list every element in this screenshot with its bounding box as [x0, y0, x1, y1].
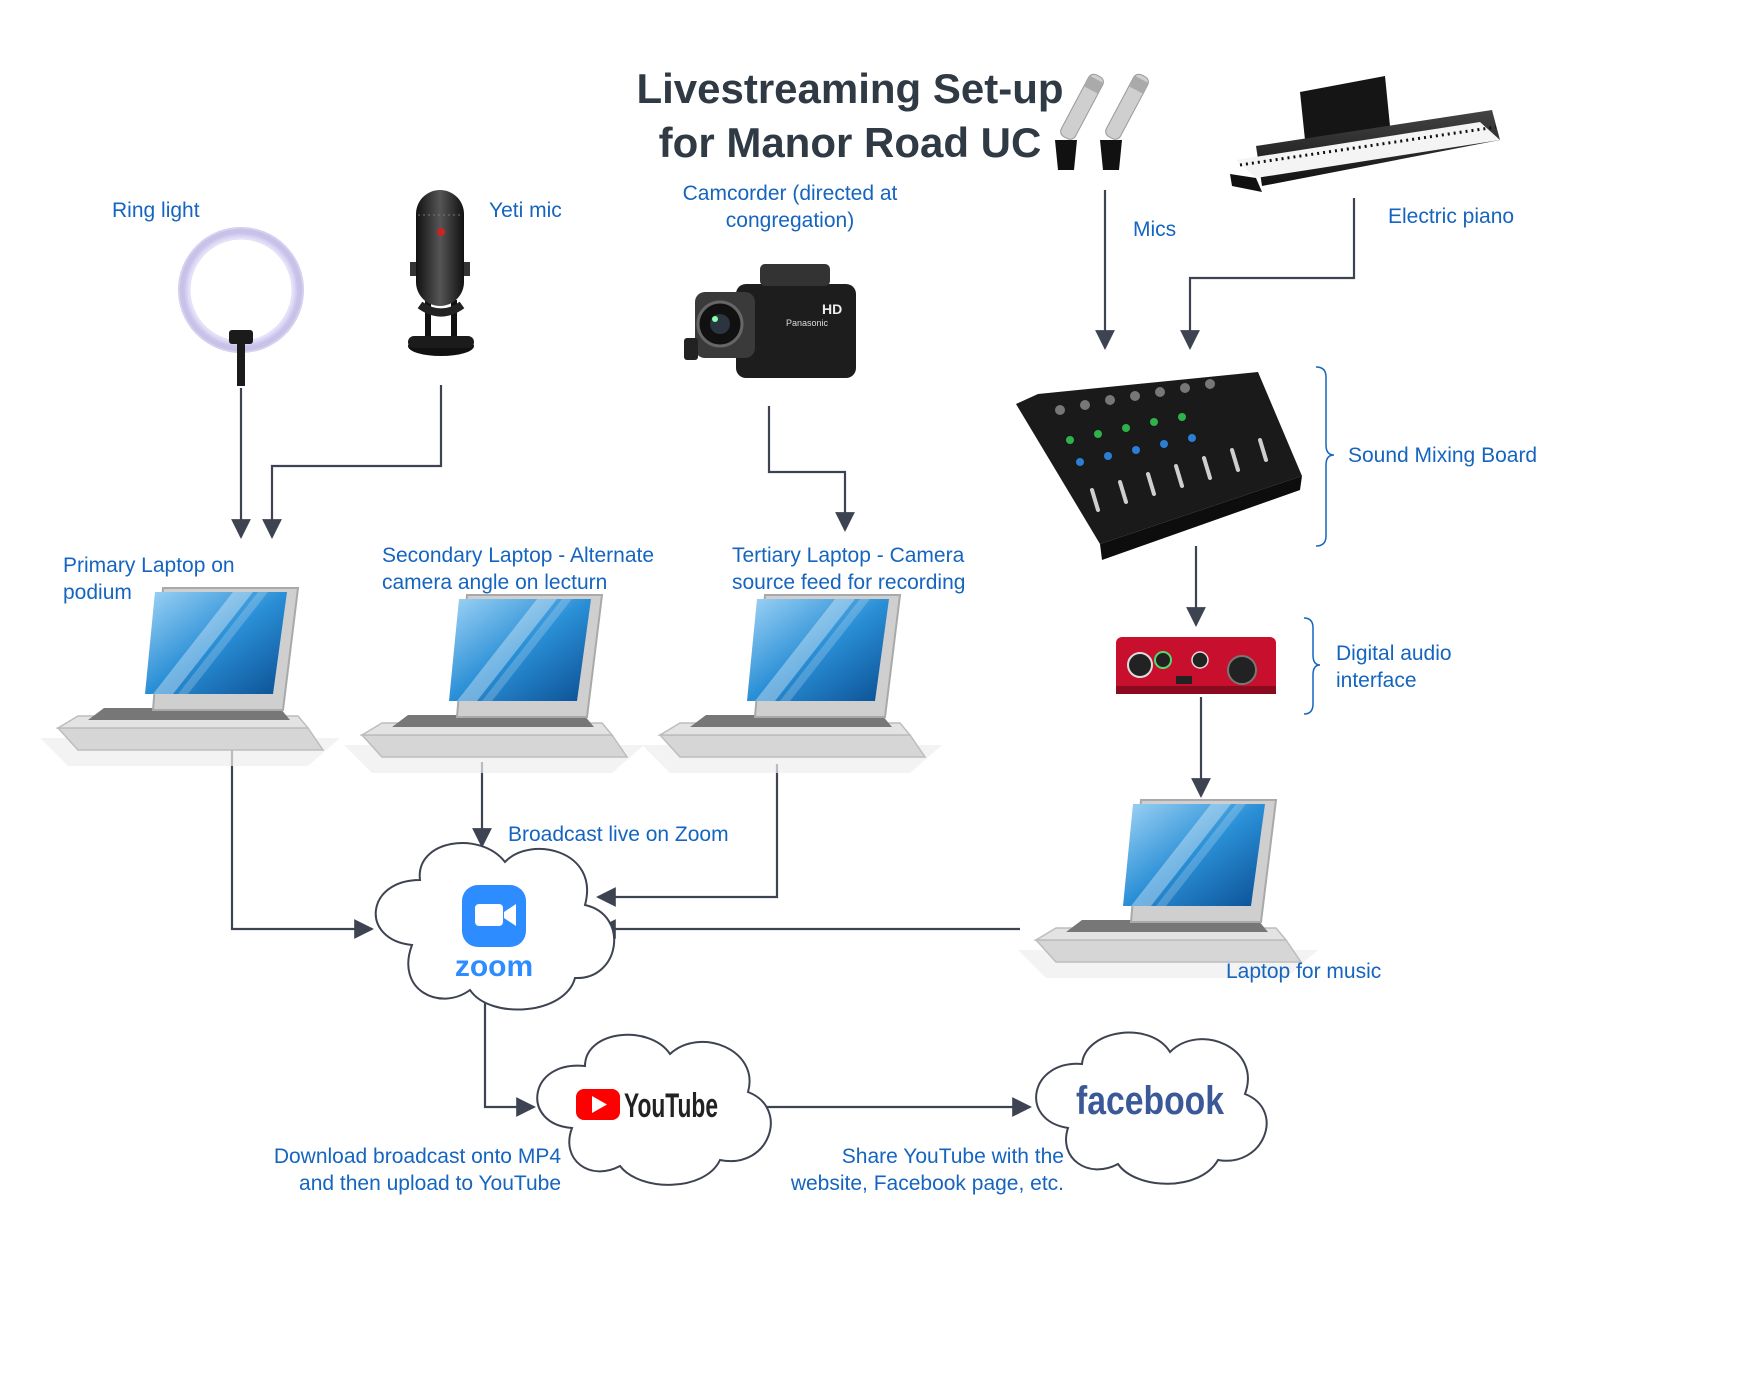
mixer-brace — [1315, 366, 1335, 547]
camcorder-icon: Panasonic HD — [684, 264, 856, 378]
electric-piano-label: Electric piano — [1388, 205, 1515, 228]
diagram-title: Livestreaming Set-up for Manor Road UC — [540, 62, 1160, 170]
download-label: Download broadcast onto MP4 and then upl… — [261, 1143, 561, 1197]
tertiary-laptop-label-line-2: source feed for recording — [732, 571, 966, 594]
secondary-laptop-icon — [343, 594, 645, 774]
youtube-cloud-icon — [536, 1033, 772, 1186]
connector-camcorder-to-tertiary — [767, 406, 855, 532]
tertiary-laptop-label-line-1: Tertiary Laptop - Camera — [732, 544, 965, 567]
mics-label: Mics — [1133, 218, 1177, 241]
interface-brace — [1303, 617, 1321, 715]
secondary-laptop-label-line-2: camera angle on lecturn — [382, 571, 608, 594]
piano-icon — [1230, 76, 1500, 192]
camcorder-label-line-1: Camcorder (directed at — [682, 182, 898, 205]
connector-yeti-to-primary — [262, 385, 443, 539]
music-laptop-icon — [1017, 799, 1319, 979]
audio-interface-label: Digital audio interface — [1336, 640, 1452, 694]
connector-tertiary-to-zoom — [596, 764, 779, 907]
facebook-cloud-icon — [1035, 1031, 1268, 1185]
yeti-mic-icon — [408, 190, 474, 356]
camcorder-label-line-2: congregation) — [725, 209, 855, 232]
ring-light-label: Ring light — [112, 199, 200, 222]
primary-laptop-label: Primary Laptop on podium — [63, 552, 235, 606]
yeti-mic-label: Yeti mic — [489, 199, 562, 222]
primary-laptop-label-line-2: podium — [63, 581, 132, 604]
zoom-camera-icon — [462, 885, 526, 947]
audio-interface-label-line-1: Digital audio — [1336, 642, 1452, 665]
title-line-2: for Manor Road UC — [658, 119, 1042, 166]
mixer-icon — [1016, 372, 1302, 560]
share-label: Share YouTube with the website, Facebook… — [764, 1143, 1064, 1197]
broadcast-zoom-label: Broadcast live on Zoom — [508, 823, 729, 846]
secondary-laptop-label: Secondary Laptop - Alternate camera angl… — [382, 542, 654, 596]
youtube-logo-text: YouTube — [624, 1087, 718, 1125]
svg-text:HD: HD — [822, 301, 842, 317]
ring-light-icon — [178, 227, 304, 386]
mics-icon — [1055, 73, 1149, 170]
primary-laptop-icon — [39, 587, 341, 767]
youtube-play-icon — [576, 1089, 620, 1120]
connector-primary-to-zoom — [230, 740, 374, 939]
facebook-logo-text: facebook — [1076, 1079, 1225, 1123]
connector-zoom-to-youtube — [483, 1002, 536, 1117]
audio-interface-icon — [1116, 637, 1276, 694]
share-label-line-1: Share YouTube with the — [841, 1145, 1064, 1168]
tertiary-laptop-label: Tertiary Laptop - Camera source feed for… — [732, 542, 965, 596]
tertiary-laptop-icon — [641, 594, 943, 774]
zoom-logo-text: zoom — [455, 950, 533, 983]
svg-text:Panasonic: Panasonic — [786, 318, 829, 328]
mixing-board-label: Sound Mixing Board — [1348, 444, 1538, 467]
secondary-laptop-label-line-1: Secondary Laptop - Alternate — [382, 544, 655, 567]
download-label-line-2: and then upload to YouTube — [299, 1172, 561, 1195]
music-laptop-label: Laptop for music — [1226, 960, 1382, 983]
title-line-1: Livestreaming Set-up — [636, 65, 1064, 112]
share-label-line-2: website, Facebook page, etc. — [790, 1172, 1064, 1195]
camcorder-label: Camcorder (directed at congregation) — [660, 180, 920, 234]
connector-piano-to-mixer — [1180, 198, 1356, 350]
audio-interface-label-line-2: interface — [1336, 669, 1417, 692]
download-label-line-1: Download broadcast onto MP4 — [273, 1145, 561, 1168]
primary-laptop-label-line-1: Primary Laptop on — [63, 554, 235, 577]
